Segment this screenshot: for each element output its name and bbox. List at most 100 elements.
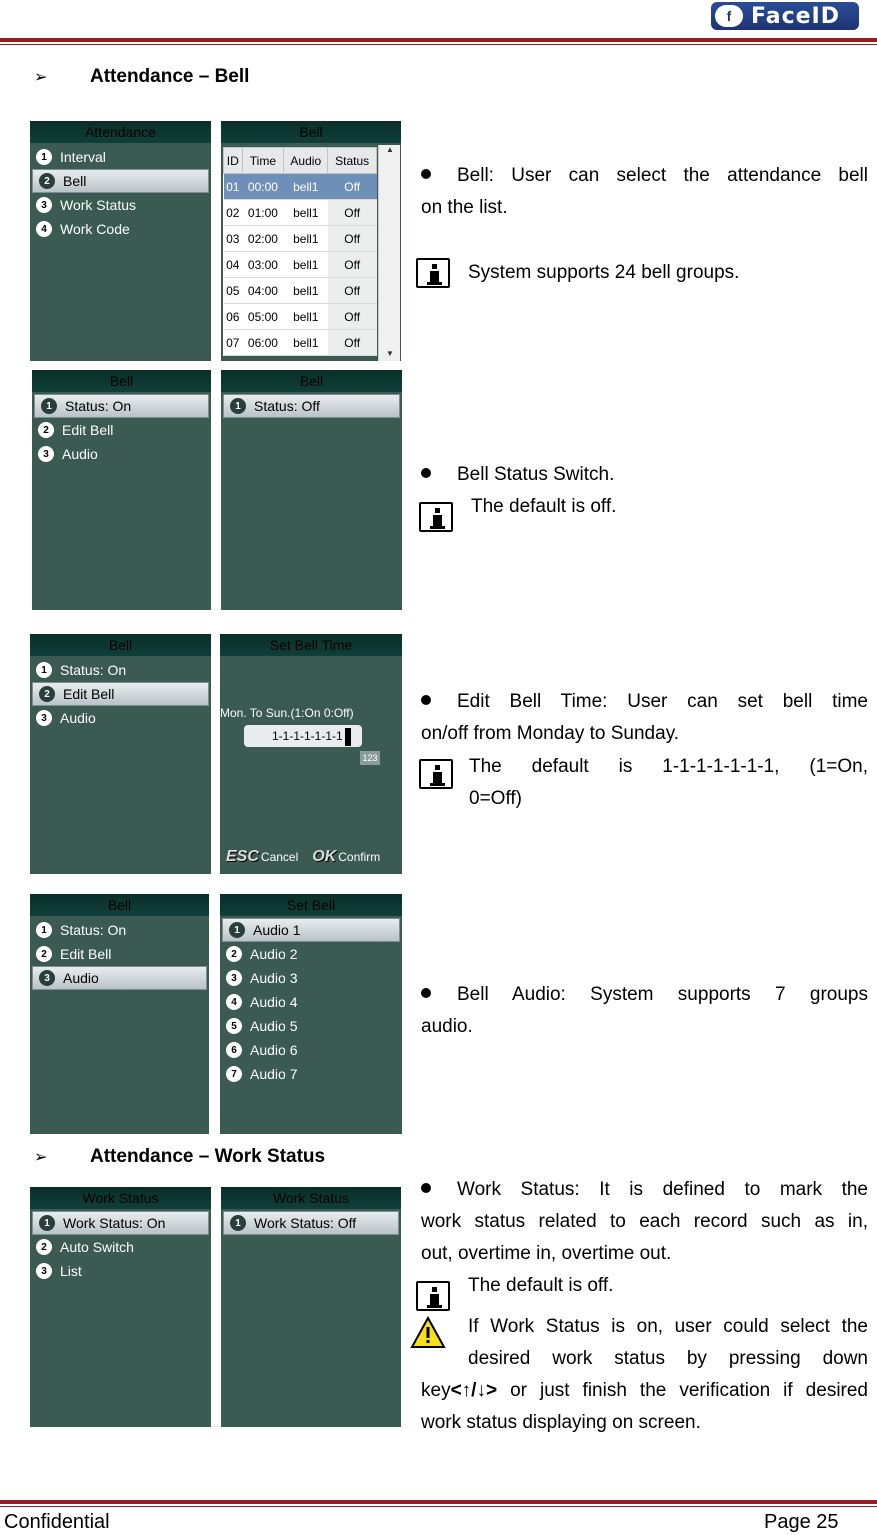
work-line-3: out, overtime in, overtime out. <box>421 1243 672 1264</box>
warn-line-4: work status displaying on screen. <box>421 1412 701 1433</box>
ok-key-icon: OK <box>312 848 337 865</box>
table-header-row: ID Time Audio Status <box>223 147 377 174</box>
section-heading-text: Attendance – Work Status <box>90 1146 326 1167</box>
work-line-2: work status related to each record such … <box>421 1211 868 1232</box>
confirm-button[interactable]: Confirm <box>338 850 381 864</box>
bullet-icon <box>421 1182 431 1193</box>
footer-confidential: Confidential <box>4 1511 110 1533</box>
screen-title: Bell <box>30 894 209 916</box>
edit-time-line-2: on/off from Monday to Sunday. <box>421 723 680 744</box>
arrow-bullet-icon: ➢ <box>34 1149 48 1166</box>
bell-select-line-1: Bell: User can select the attendance bel… <box>421 160 868 192</box>
bell-time-input[interactable]: 1-1-1-1-1-1-1 <box>244 725 362 747</box>
screen-title: Bell <box>30 634 211 656</box>
footer-page-number: Page 25 <box>764 1511 839 1533</box>
screen-title: Bell <box>221 121 401 143</box>
scrollbar[interactable]: ▲ ▼ <box>378 145 400 361</box>
warning-icon <box>410 1316 446 1348</box>
scroll-down-icon[interactable]: ▼ <box>386 349 394 358</box>
work-default-note: The default is off. <box>468 1275 614 1296</box>
warn-line-2: desired work status by pressing down <box>468 1348 868 1369</box>
footer-divider <box>0 1500 877 1504</box>
work-line-1: Work Status: It is defined to mark the <box>421 1174 868 1206</box>
bullet-icon <box>421 467 431 478</box>
scroll-up-icon[interactable]: ▲ <box>386 145 394 154</box>
edit-time-line-1: Edit Bell Time: User can set bell time <box>421 686 868 718</box>
arrow-keys: <↑/↓> <box>450 1380 498 1401</box>
bullet-icon <box>421 694 431 705</box>
status-default-note: The default is off. <box>471 496 617 517</box>
input-mode-badge: 123 <box>360 751 380 765</box>
esc-key-icon: ESC <box>226 848 259 865</box>
arrow-bullet-icon: ➢ <box>34 69 48 86</box>
header-divider-thin <box>0 44 877 45</box>
logo-mark-icon: f <box>715 5 743 27</box>
screen-set-bell-time: Set Bell Time Mon. To Sun.(1:On 0:Off) 1… <box>220 634 402 874</box>
edit-default-line-1: The default is 1-1-1-1-1-1-1, (1=On, <box>469 756 868 777</box>
footer-divider-thin <box>0 1506 877 1507</box>
bullet-icon <box>421 168 431 179</box>
info-icon <box>416 258 450 288</box>
column-header-time: Time <box>241 147 285 174</box>
text-cursor <box>344 727 351 746</box>
bullet-icon <box>421 987 431 998</box>
info-icon <box>416 1281 450 1311</box>
column-header-id: ID <box>223 147 243 174</box>
column-header-status: Status <box>327 147 377 174</box>
screen-title: Bell <box>32 370 211 392</box>
cancel-button[interactable]: Cancel <box>260 850 299 864</box>
weekday-label: Mon. To Sun.(1:On 0:Off) <box>220 706 354 720</box>
logo-text: FaceID <box>751 3 840 29</box>
header-divider <box>0 38 877 42</box>
edit-default-line-2: 0=Off) <box>469 788 522 809</box>
warn-line-3: key<↑/↓> or just finish the verification… <box>421 1380 868 1401</box>
screen-title: Attendance <box>30 121 211 143</box>
bell-select-line-2: on the list. <box>421 197 508 218</box>
audio-line-1: Bell Audio: System supports 7 groups <box>421 979 868 1011</box>
warn-line-1: If Work Status is on, user could select … <box>468 1316 868 1337</box>
status-switch-text: Bell Status Switch. <box>421 459 614 491</box>
section-heading-work-status: ➢ Attendance – Work Status <box>30 1146 325 1168</box>
column-header-audio: Audio <box>283 147 329 174</box>
bell-groups-note: System supports 24 bell groups. <box>468 262 740 283</box>
